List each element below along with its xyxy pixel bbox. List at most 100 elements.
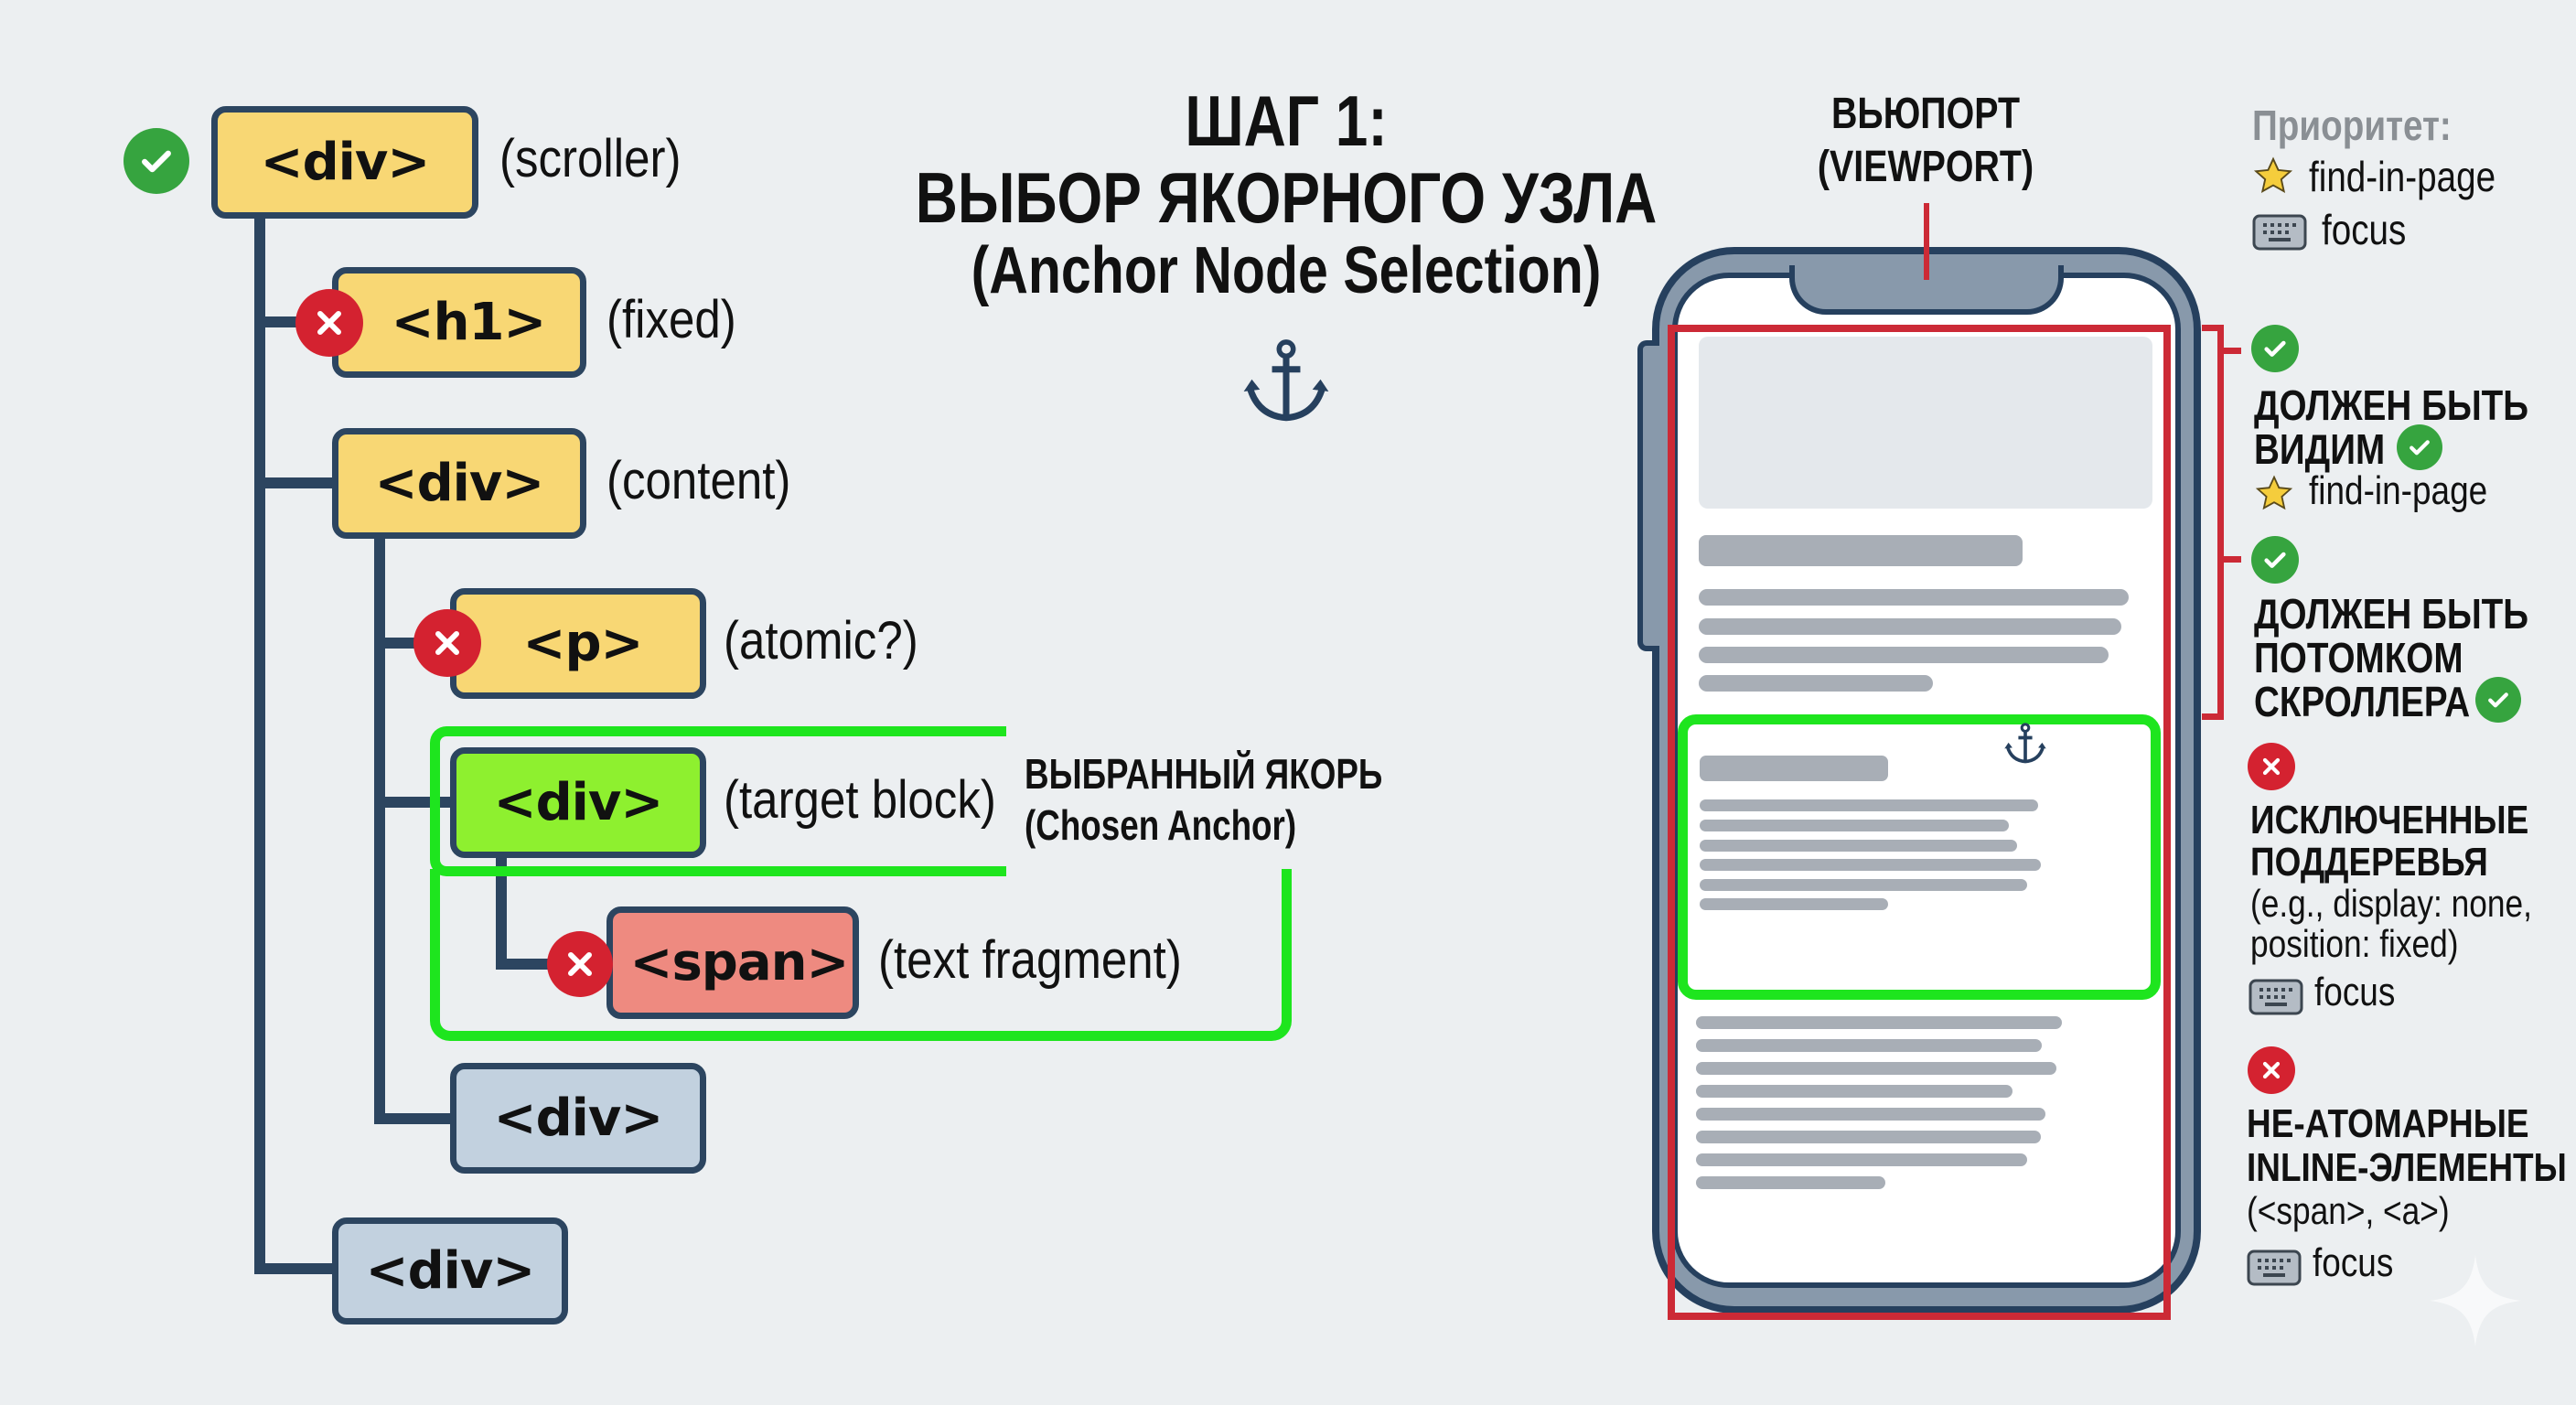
text-line-placeholder	[1696, 1085, 2012, 1098]
node-div-bottom[interactable]: <div>	[332, 1217, 568, 1325]
bracket-tick-descendant	[2217, 556, 2241, 563]
node-label-target-block: (target block)	[724, 770, 996, 830]
text-line-placeholder	[1700, 898, 1888, 910]
heading-placeholder	[1700, 756, 1888, 781]
node-tag: <div>	[493, 773, 664, 832]
keyboard-icon	[2249, 979, 2303, 1015]
requirements-bracket	[2202, 325, 2224, 720]
text-line-placeholder	[1700, 859, 2041, 871]
target-branch-line	[496, 856, 507, 970]
rule-excluded-note1: (e.g., display: none,	[2250, 882, 2532, 925]
check-icon	[2397, 424, 2442, 470]
chosen-anchor-highlight	[430, 726, 1006, 876]
x-icon	[547, 931, 613, 997]
node-tag: <div>	[374, 454, 545, 513]
chosen-anchor-subtitle: (Chosen Anchor)	[1025, 801, 1297, 849]
star-icon	[2252, 156, 2294, 198]
text-line-placeholder	[1696, 1016, 2062, 1029]
node-label-atomic: (atomic?)	[724, 611, 918, 670]
text-line-placeholder	[1696, 1039, 2042, 1052]
node-tag: <div>	[260, 133, 431, 192]
node-label-scroller: (scroller)	[499, 129, 682, 188]
text-line-placeholder	[1696, 1062, 2056, 1075]
rule-visible-find-in-page: find-in-page	[2309, 468, 2488, 513]
rule-inline-line1: НЕ-АТОМАРНЫЕ	[2247, 1101, 2529, 1146]
node-div-target-block[interactable]: <div>	[450, 747, 706, 858]
step-heading: ВЫБОР ЯКОРНОГО УЗЛА	[915, 157, 1658, 238]
text-line-placeholder	[1696, 1108, 2045, 1121]
node-div-scroller[interactable]: <div>	[211, 106, 478, 219]
text-line-placeholder	[1699, 618, 2121, 635]
viewport-label-en: (VIEWPORT)	[1817, 143, 2034, 191]
priority-find-in-page: find-in-page	[2309, 153, 2496, 200]
tree-trunk-line	[254, 217, 265, 1274]
viewport-label-ru: ВЬЮПОРТ	[1831, 90, 2020, 138]
check-icon	[2475, 677, 2521, 723]
rule-inline-note: (<span>, <a>)	[2247, 1189, 2450, 1232]
text-line-placeholder	[1699, 675, 1933, 692]
node-span-text-fragment[interactable]: <span>	[606, 906, 859, 1019]
sparkle-icon	[2430, 1255, 2521, 1346]
text-line-placeholder	[1696, 1176, 1885, 1189]
viewport-rectangle	[1668, 325, 2171, 1320]
anchor-icon	[2002, 721, 2049, 767]
node-tag: <h1>	[391, 293, 547, 352]
hero-image-placeholder	[1699, 337, 2152, 509]
keyboard-icon	[2247, 1249, 2302, 1286]
node-label-text-fragment: (text fragment)	[878, 930, 1182, 990]
priority-focus: focus	[2322, 206, 2407, 253]
text-line-placeholder	[1700, 820, 2009, 831]
viewport-pointer-line	[1924, 203, 1929, 280]
rule-descendant-line1: ДОЛЖЕН БЫТЬ	[2254, 590, 2529, 638]
node-label-content: (content)	[606, 451, 791, 510]
text-line-placeholder	[1700, 799, 2038, 811]
node-label-fixed: (fixed)	[606, 290, 736, 349]
x-icon	[2248, 743, 2295, 790]
content-branch-line	[374, 537, 385, 1124]
chosen-subtree-highlight	[430, 869, 1292, 1041]
chosen-anchor-title: ВЫБРАННЫЙ ЯКОРЬ	[1025, 750, 1383, 798]
bracket-tick-visible	[2217, 348, 2241, 354]
chosen-subtree-right-edge	[1282, 887, 1292, 924]
node-div-content[interactable]: <div>	[332, 428, 586, 539]
connector-bottom-div	[254, 1263, 337, 1274]
check-icon	[2251, 325, 2299, 372]
rule-inline-focus: focus	[2313, 1240, 2394, 1285]
star-icon	[2254, 474, 2294, 514]
step-subtitle: (Anchor Node Selection)	[971, 234, 1602, 307]
check-icon	[123, 128, 189, 194]
node-p-atomic[interactable]: <p>	[450, 588, 706, 699]
x-icon	[2248, 1046, 2295, 1094]
step-title: ШАГ 1:	[1185, 80, 1388, 161]
x-icon	[295, 289, 363, 357]
text-line-placeholder	[1699, 589, 2129, 606]
node-h1-fixed[interactable]: <h1>	[332, 267, 586, 378]
rule-excluded-focus: focus	[2314, 970, 2396, 1014]
keyboard-icon	[2252, 214, 2307, 251]
rule-visible-line1: ДОЛЖЕН БЫТЬ	[2254, 381, 2529, 429]
node-div-sibling[interactable]: <div>	[450, 1063, 706, 1174]
rule-excluded-note2: position: fixed)	[2250, 922, 2459, 965]
connector-sibling-div	[374, 1113, 456, 1124]
chosen-anchor-label: ВЫБРАННЫЙ ЯКОРЬ (Chosen Anchor)	[1025, 748, 1382, 851]
phone-side-button	[1637, 340, 1659, 651]
rule-visible-line2: ВИДИМ	[2254, 425, 2386, 473]
node-tag: <p>	[522, 614, 644, 673]
rule-excluded-line1: ИСКЛЮЧЕННЫЕ	[2250, 798, 2529, 842]
anchor-icon	[1238, 338, 1335, 424]
viewport-label: ВЬЮПОРТ (VIEWPORT)	[1809, 88, 2042, 194]
chosen-anchor-block	[1678, 714, 2161, 1000]
text-line-placeholder	[1696, 1153, 2027, 1166]
connector-content	[254, 477, 337, 488]
rule-descendant-line3: СКРОЛЛЕРА	[2254, 678, 2471, 725]
text-line-placeholder	[1699, 647, 2109, 663]
heading-placeholder	[1699, 535, 2023, 566]
x-icon	[413, 609, 481, 677]
check-icon	[2251, 536, 2299, 584]
text-line-placeholder	[1696, 1131, 2041, 1143]
node-tag: <div>	[493, 1089, 664, 1148]
priority-title: Приоритет:	[2252, 102, 2452, 149]
node-tag: <span>	[629, 933, 850, 992]
rule-descendant-line2: ПОТОМКОМ	[2254, 634, 2463, 681]
text-line-placeholder	[1700, 879, 2027, 891]
